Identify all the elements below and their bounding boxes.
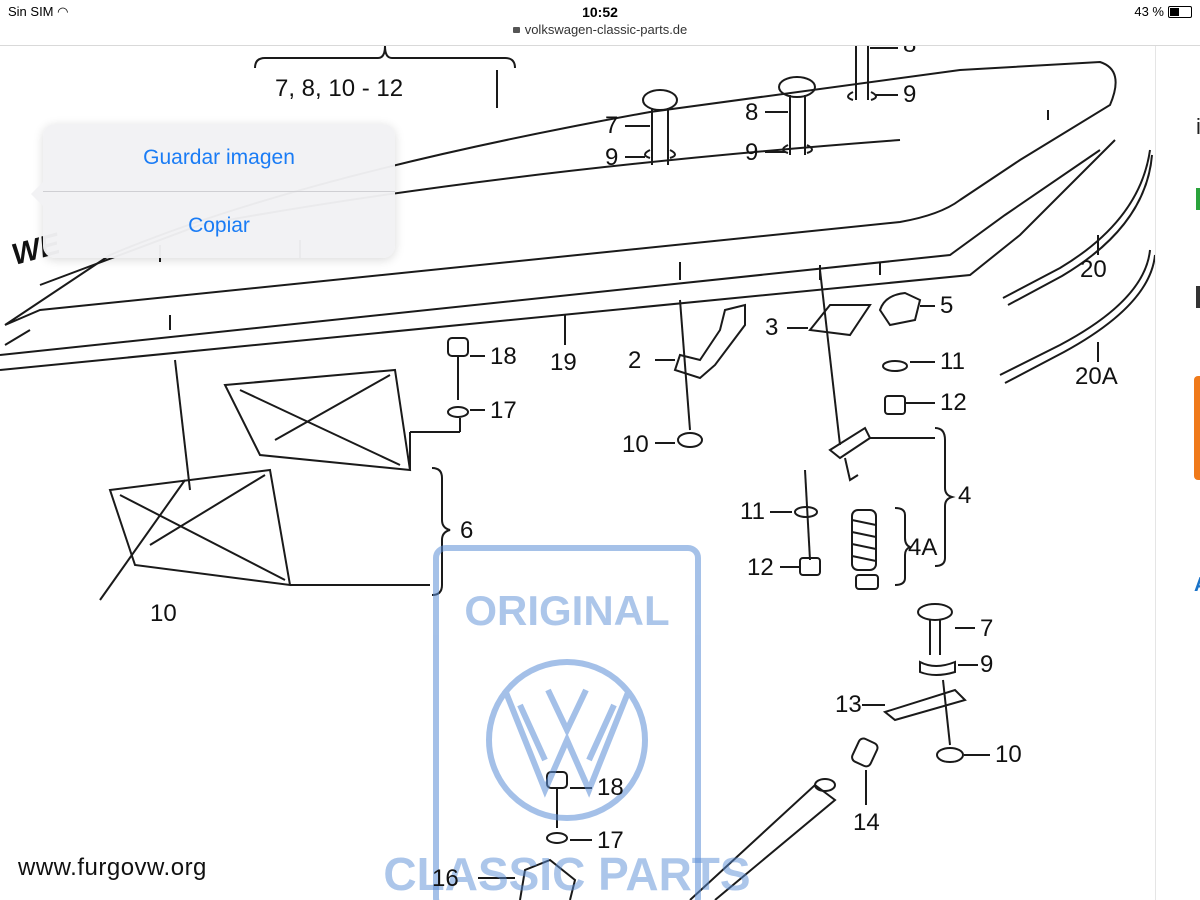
callout-5: 5 — [940, 292, 953, 319]
callout-20: 20 — [1080, 256, 1107, 283]
save-image-menu-item[interactable]: Guardar imagen — [143, 146, 295, 169]
callout-labels: 7, 8, 10 - 12 19 2 3 5 11 12 10 4 4A 11 12 7 9 8 9 9 8 18 1… — [150, 46, 1118, 892]
callout-group-label: 7, 8, 10 - 12 — [275, 75, 403, 102]
battery-fill — [1170, 7, 1179, 16]
callout-12: 12 — [747, 554, 774, 581]
wifi-icon: ◠ — [57, 4, 69, 19]
callout-8: 8 — [903, 46, 916, 58]
callout-4a: 4A — [908, 534, 937, 561]
clock: 10:52 — [582, 4, 618, 20]
callout-17: 17 — [597, 827, 624, 854]
menu-separator — [43, 191, 395, 192]
side-panel: i A — [1155, 46, 1200, 900]
site-watermark: www.furgovw.org — [18, 854, 207, 881]
callout-20a: 20A — [1075, 363, 1118, 390]
callout-11: 11 — [740, 498, 765, 525]
address-bar[interactable]: volkswagen-classic-parts.de — [0, 22, 1200, 44]
stamp-top-text: ORIGINAL — [464, 587, 669, 634]
callout-9: 9 — [745, 139, 758, 166]
callout-11: 11 — [940, 348, 965, 375]
side-panel-dark-mark — [1196, 286, 1200, 308]
image-context-menu: Guardar imagen Copiar — [31, 124, 395, 258]
side-panel-orange-button[interactable] — [1194, 376, 1200, 480]
callout-16: 16 — [432, 865, 459, 892]
vw-classic-parts-stamp — [433, 545, 701, 900]
callout-9: 9 — [980, 651, 993, 678]
stamp-bottom-text: CLASSIC PARTS — [383, 848, 750, 900]
lock-icon — [512, 27, 520, 33]
callout-9: 9 — [903, 81, 916, 108]
url-text: volkswagen-classic-parts.de — [524, 22, 688, 37]
callout-10: 10 — [622, 431, 649, 458]
callout-9: 9 — [605, 144, 618, 171]
callout-7: 7 — [605, 112, 618, 139]
callout-2: 2 — [628, 347, 641, 374]
callout-17: 17 — [490, 397, 517, 424]
status-bar: Sin SIM ◠ 10:52 43 % — [0, 0, 1200, 22]
callout-4: 4 — [958, 482, 971, 509]
callout-18: 18 — [597, 774, 624, 801]
callout-8: 8 — [745, 99, 758, 126]
callout-19: 19 — [550, 349, 577, 376]
callout-18: 18 — [490, 343, 517, 370]
carrier-label: Sin SIM ◠ — [8, 4, 69, 19]
callout-10: 10 — [150, 600, 177, 627]
battery-icon — [1168, 5, 1192, 18]
callout-13: 13 — [835, 691, 862, 718]
copy-menu-item[interactable]: Copiar — [188, 214, 250, 237]
battery-status: 43 % — [1134, 4, 1192, 19]
toolbar-divider — [0, 45, 1200, 46]
callout-14: 14 — [853, 809, 880, 836]
callout-7: 7 — [980, 615, 993, 642]
side-panel-text: i — [1196, 114, 1200, 139]
side-panel-blue-mark: A — [1194, 574, 1200, 597]
side-panel-green-mark — [1196, 188, 1200, 210]
battery-label: 43 % — [1134, 4, 1164, 19]
callout-3: 3 — [765, 314, 778, 341]
callout-6: 6 — [460, 517, 473, 544]
callout-10: 10 — [995, 741, 1022, 768]
callout-12: 12 — [940, 389, 967, 416]
